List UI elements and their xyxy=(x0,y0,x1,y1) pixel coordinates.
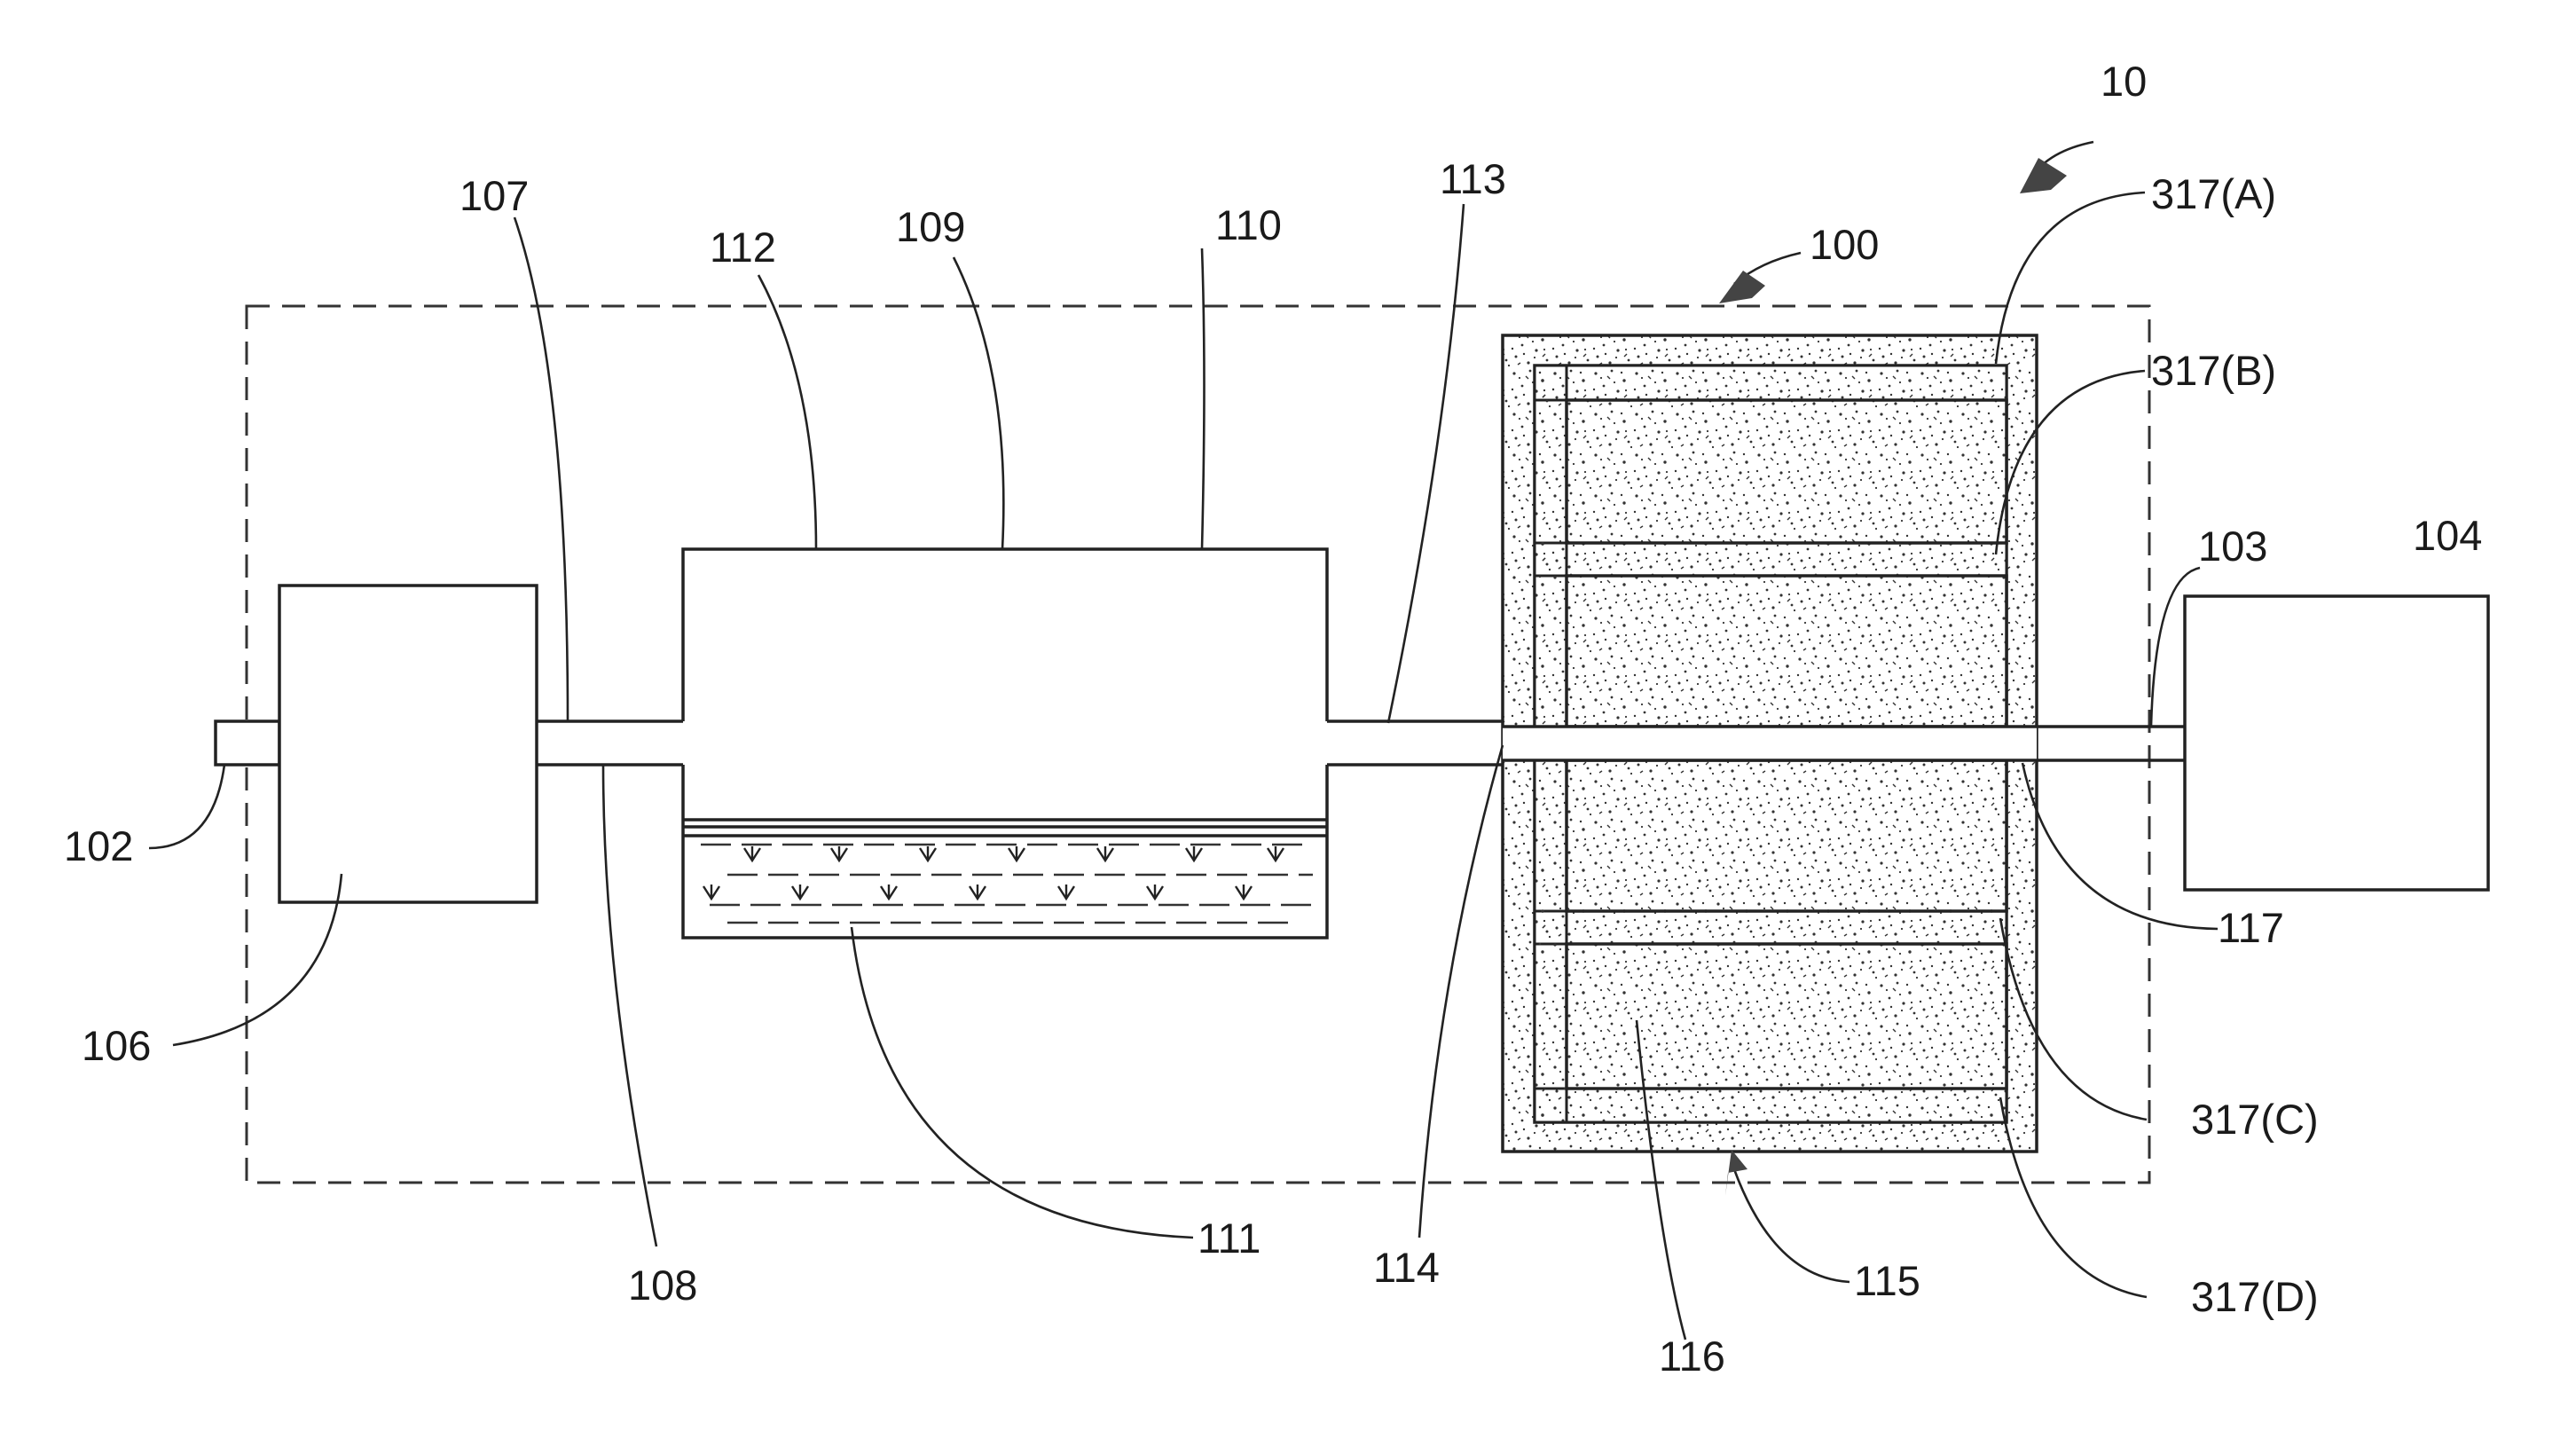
label-317b: 317(B) xyxy=(2151,347,2276,394)
center-channel xyxy=(1503,727,2037,760)
inlet-stub xyxy=(216,721,279,765)
baffle-a xyxy=(1535,366,2007,400)
baffle-b xyxy=(1535,543,2007,576)
label-116: 116 xyxy=(1659,1333,1725,1380)
packing-block-3 xyxy=(1567,760,2007,911)
label-113: 113 xyxy=(1440,155,1506,202)
label-109: 109 xyxy=(896,203,965,250)
output-unit xyxy=(2185,596,2488,890)
baffle-d xyxy=(1535,1089,2007,1122)
label-111: 111 xyxy=(1198,1215,1261,1262)
label-117: 117 xyxy=(2218,904,2284,951)
label-112: 112 xyxy=(710,224,776,271)
label-102: 102 xyxy=(64,822,133,869)
label-317c: 317(C) xyxy=(2191,1096,2319,1143)
label-110: 110 xyxy=(1215,201,1282,248)
tank-outline xyxy=(683,549,1327,938)
label-106: 106 xyxy=(82,1022,151,1069)
label-103: 103 xyxy=(2198,523,2267,570)
label-317d: 317(D) xyxy=(2191,1273,2319,1320)
label-114: 114 xyxy=(1373,1244,1440,1291)
label-115: 115 xyxy=(1854,1257,1920,1304)
packing-block-2 xyxy=(1567,576,2007,727)
packing-block-1 xyxy=(1567,400,2007,543)
label-100: 100 xyxy=(1810,221,1879,268)
label-107: 107 xyxy=(459,172,529,219)
baffle-c xyxy=(1535,911,2007,944)
label-104: 104 xyxy=(2413,512,2482,559)
arrow-system-icon xyxy=(2020,158,2067,193)
label-10: 10 xyxy=(2101,58,2147,105)
arrow-subsystem-icon xyxy=(1719,271,1765,303)
source-unit xyxy=(279,586,537,902)
liquid-layer xyxy=(683,820,1327,923)
packing-block-4 xyxy=(1567,944,2007,1089)
label-317a: 317(A) xyxy=(2151,170,2276,217)
label-108: 108 xyxy=(628,1262,697,1309)
